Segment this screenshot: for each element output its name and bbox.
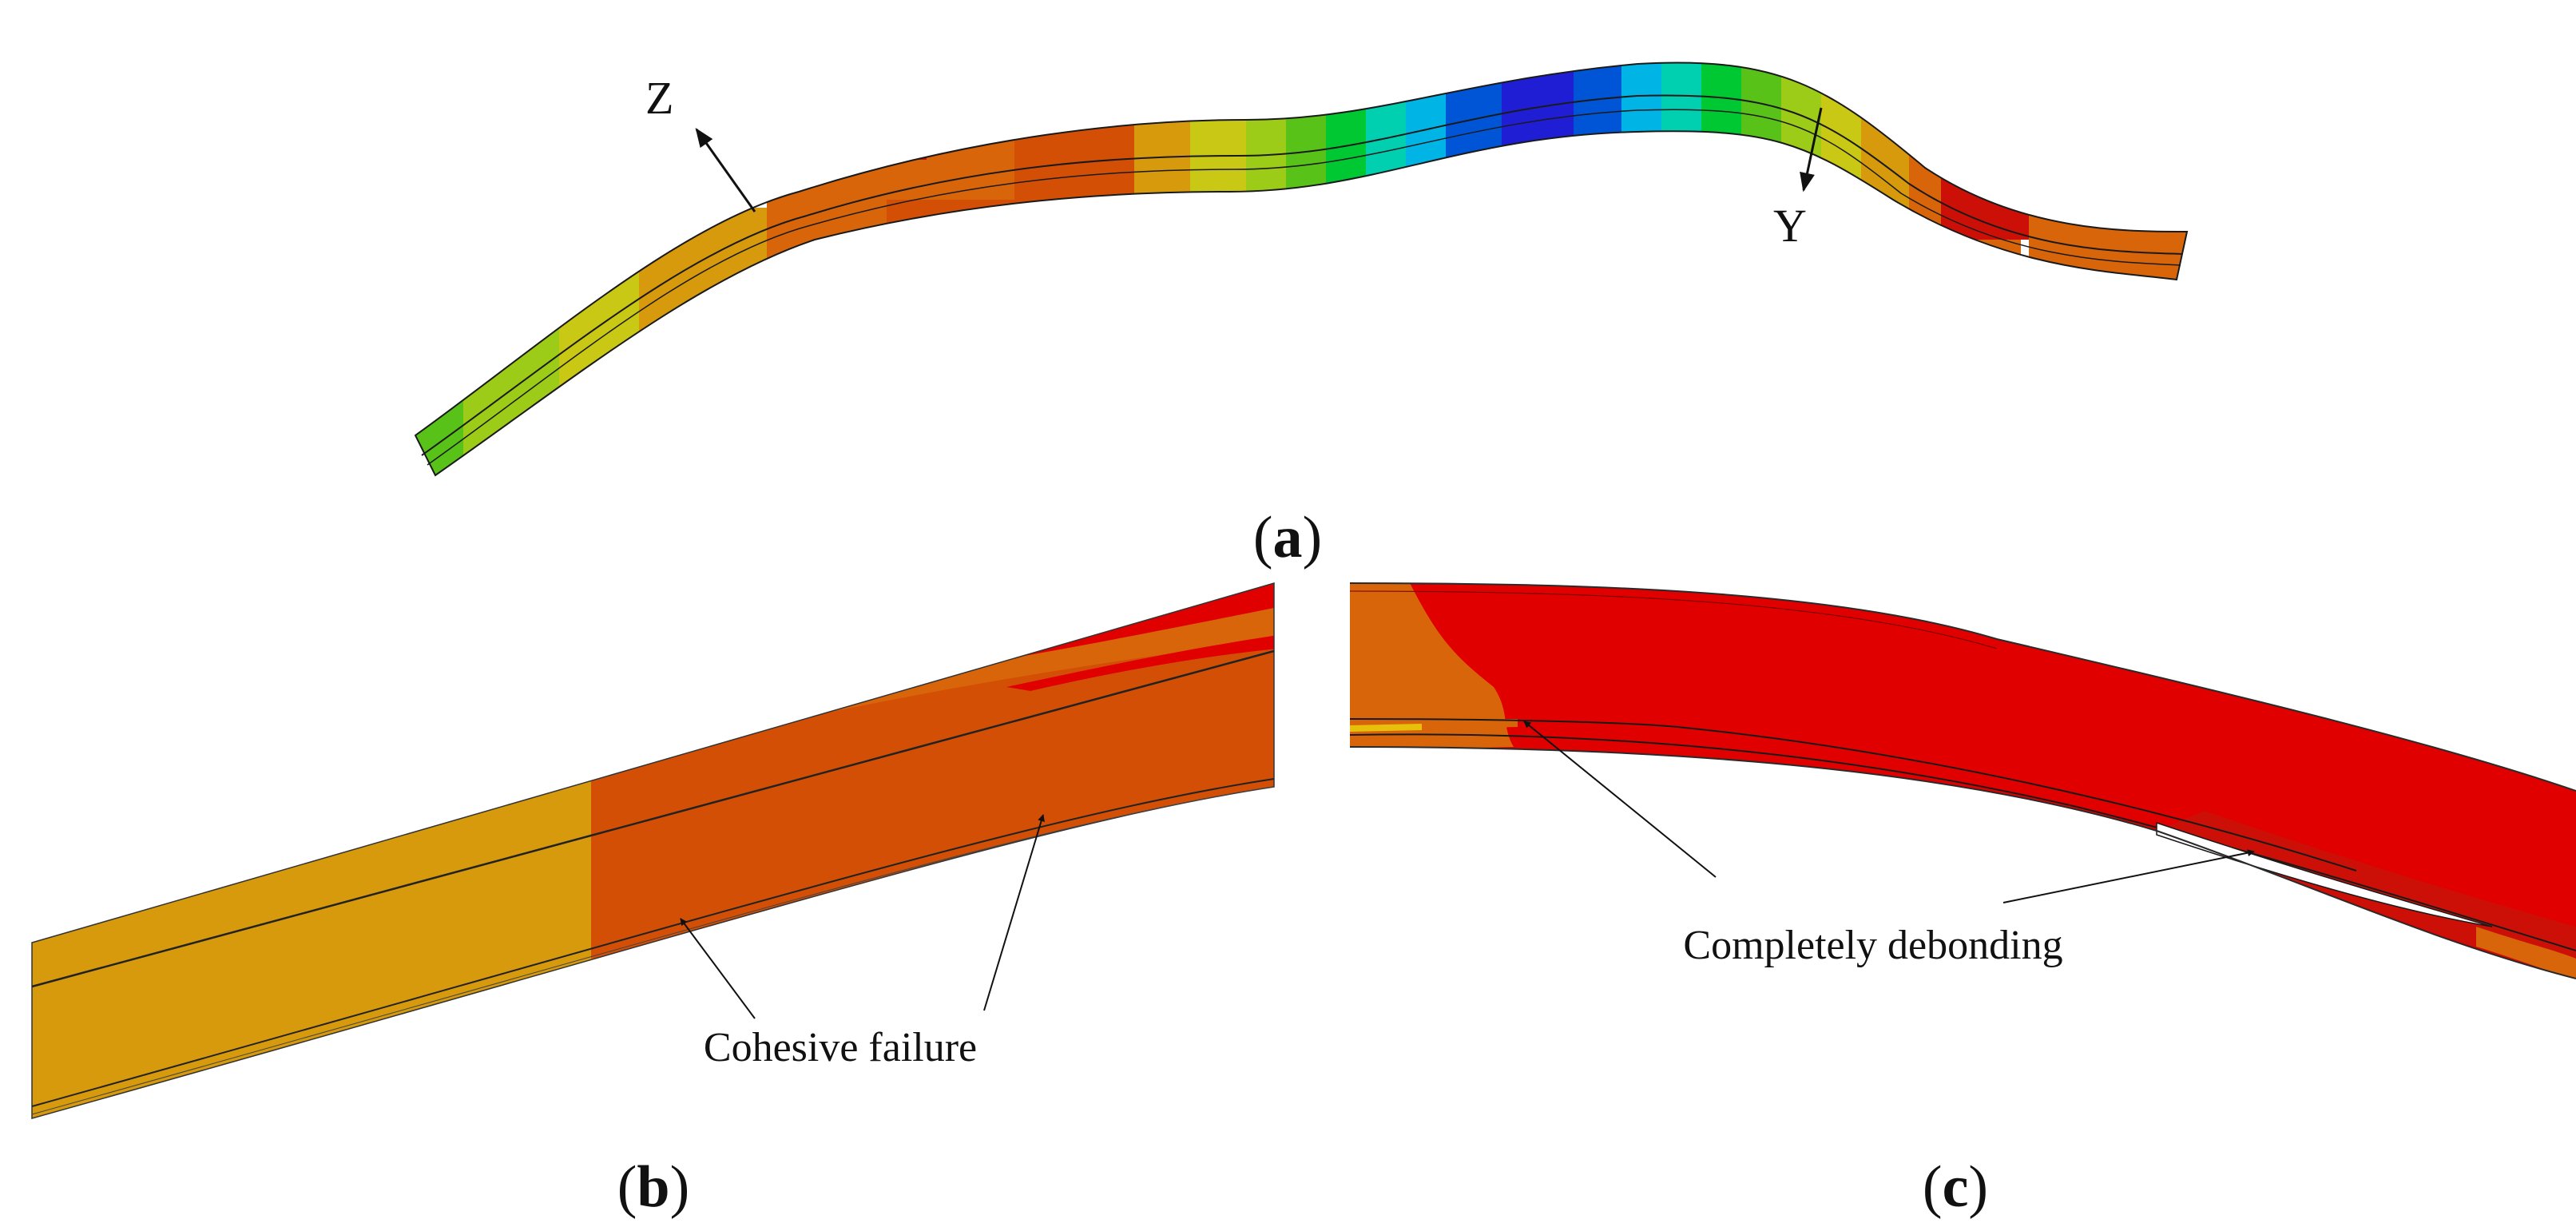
panel-label-b: (b) [617,1154,689,1220]
panel-label-c: (c) [1923,1154,1988,1220]
z-axis-label: Z [645,72,673,124]
panel-b-beam [31,582,1275,1119]
z-axis-arrow-icon [695,128,756,212]
y-axis-label: Y [1773,200,1807,252]
annotation-cohesive-failure: Cohesive failure [704,1025,977,1070]
panel-a-beam [414,62,2189,477]
leader-arrow-icon [1523,721,2255,903]
annotation-completely-debonding: Completely debonding [1683,923,2062,968]
leader-arrow-icon [680,814,1045,1019]
beam-a-contour-bands [415,62,2187,476]
panel-label-a: (a) [1253,505,1322,570]
beam-b-contour-bands [32,583,1274,1118]
y-axis-arrow-icon [1800,107,1823,193]
